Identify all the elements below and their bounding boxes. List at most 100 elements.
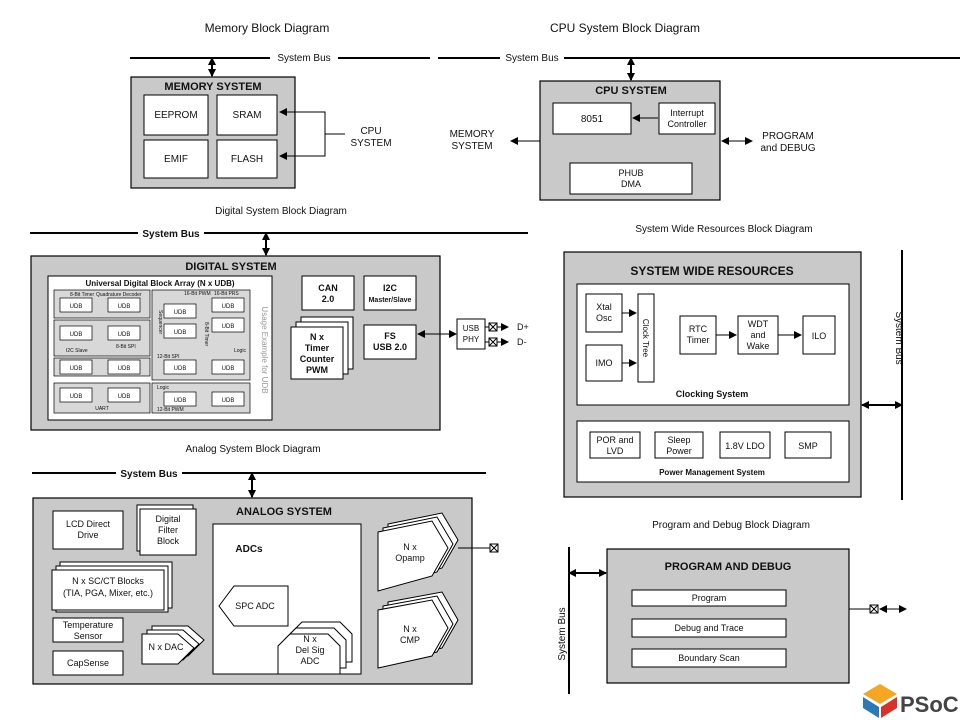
interrupt-label-2: Controller (667, 119, 706, 129)
spc-adc-block (218, 585, 289, 627)
pwm16-label: 16-Bit PWM (184, 291, 211, 297)
cmp-label-2: CMP (400, 635, 420, 645)
logic-label: Logic (234, 348, 246, 354)
sram-block (216, 94, 278, 136)
digital-filter-block (139, 508, 197, 556)
udb-cell (107, 359, 141, 375)
sequencer-label: Sequencer (157, 310, 163, 335)
udb-cell-label: UDB (118, 394, 131, 400)
udb-cell-label: UDB (118, 332, 131, 338)
i2c-slave-label: I2C Slave (66, 348, 88, 354)
temp-label-1: Temperature (63, 620, 114, 630)
can-label-2: 2.0 (322, 294, 335, 304)
wdt-label-3: Wake (747, 341, 770, 351)
udb-cell-label: UDB (70, 304, 83, 310)
analog-bus-label-bg (116, 466, 182, 480)
cpu-system-title: CPU SYSTEM (595, 85, 667, 97)
usb-phy-label-1: USB (463, 324, 479, 333)
timer-label-4: PWM (306, 365, 328, 375)
phub-dma-block (569, 162, 693, 195)
cpu-bus-label-bg (500, 51, 564, 64)
por-label-2: LVD (607, 446, 624, 456)
udb-cell (163, 323, 197, 339)
usb-phy-block (456, 318, 486, 350)
psoc-logo: PSoC (863, 684, 959, 718)
sc-ct-blocks (51, 569, 165, 611)
memory-system-title: MEMORY SYSTEM (164, 81, 261, 93)
analog-bus-label: System Bus (120, 469, 178, 480)
emif-block (143, 139, 209, 179)
memory-diagram-title: Memory Block Diagram (205, 21, 330, 35)
clock-tree-label: Clock Tree (641, 319, 650, 358)
udb-cell-label: UDB (174, 330, 187, 336)
udb-cell-label: UDB (70, 366, 83, 372)
timer8-label: 8-Bit Timer (70, 292, 95, 298)
delsig-label-1: N x (303, 634, 317, 644)
delsig-label-2: Del Sig (295, 645, 324, 655)
cpu-diagram-title: CPU System Block Diagram (550, 21, 700, 35)
ilo-label: ILO (812, 331, 827, 341)
core-8051-block (552, 102, 632, 135)
udb-cell (59, 325, 93, 341)
digital-system-title: DIGITAL SYSTEM (185, 261, 276, 273)
udb-cell-label: UDB (70, 332, 83, 338)
usb-label-1: FS (384, 331, 396, 341)
logo-cube-right-icon (881, 697, 897, 718)
memory-bus-label: System Bus (277, 53, 330, 64)
delsig-adc-block (277, 633, 341, 675)
spc-adc-label: SPC ADC (235, 601, 275, 611)
temp-label-2: Sensor (74, 631, 103, 641)
digital-bus-label-bg (138, 226, 204, 240)
prs16-label: 16-Bit PRS (214, 291, 239, 297)
spi8-label: 8-Bit SPI (116, 344, 136, 350)
udb-array-title: Universal Digital Block Array (N x UDB) (85, 279, 234, 288)
imo-block (585, 344, 623, 382)
xtal-label-1: Xtal (596, 302, 612, 312)
dfb-label-3: Block (157, 536, 180, 546)
udb-cell (211, 317, 245, 333)
cmp-block (377, 599, 449, 669)
swr-bus-label: System Bus (893, 311, 904, 364)
pwm12-label: 12-Bit PWM (157, 407, 184, 413)
sc-ct-label-2: (TIA, PGA, Mixer, etc.) (63, 588, 153, 598)
timer-label-3: Counter (300, 354, 335, 364)
memory-bus-label-bg (270, 51, 338, 64)
capsense-block (52, 650, 124, 676)
delsig-label-3: ADC (300, 656, 320, 666)
dma-label: DMA (621, 179, 641, 189)
d-plus-pin-icon (488, 322, 498, 332)
smp-label: SMP (798, 441, 818, 451)
interrupt-controller-block (658, 102, 716, 135)
program-debug-diagram: Program and Debug Block Diagram System B… (557, 520, 907, 694)
core-8051-label: 8051 (581, 114, 604, 125)
interrupt-label-1: Interrupt (670, 108, 704, 118)
cpu-memory-label-1: MEMORY (450, 129, 495, 140)
digital-diagram: Digital System Block Diagram System Bus … (30, 206, 529, 431)
rtc-timer-block (679, 315, 717, 355)
xtal-osc-block (585, 293, 623, 333)
timer-label-2: Timer (305, 343, 330, 353)
flash-label: FLASH (231, 154, 263, 165)
debug-trace-block (631, 618, 787, 638)
cpu-program-label-1: PROGRAM (762, 131, 814, 142)
phub-label: PHUB (618, 168, 643, 178)
uart-label: UART (95, 406, 109, 412)
ldo-block (719, 431, 771, 459)
dfb-label-2: Filter (158, 525, 178, 535)
can-block (301, 275, 355, 311)
sleep-power-block (654, 431, 704, 459)
flash-block (216, 139, 278, 179)
rtc-label-2: Timer (687, 335, 710, 345)
udb-cell-label: UDB (118, 366, 131, 372)
udb-cell-label: UDB (118, 304, 131, 310)
d-minus-pin-icon (488, 337, 498, 347)
udb-cell (163, 303, 197, 319)
sleep-label-1: Sleep (667, 435, 690, 445)
cpu-bus-label: System Bus (505, 53, 558, 64)
usb-phy-label-2: PHY (463, 335, 480, 344)
clock-tree-block (637, 293, 655, 383)
analog-diagram: Analog System Block Diagram System Bus A… (32, 444, 499, 685)
xtal-label-2: Osc (596, 313, 613, 323)
udb-cell-label: UDB (222, 324, 235, 330)
